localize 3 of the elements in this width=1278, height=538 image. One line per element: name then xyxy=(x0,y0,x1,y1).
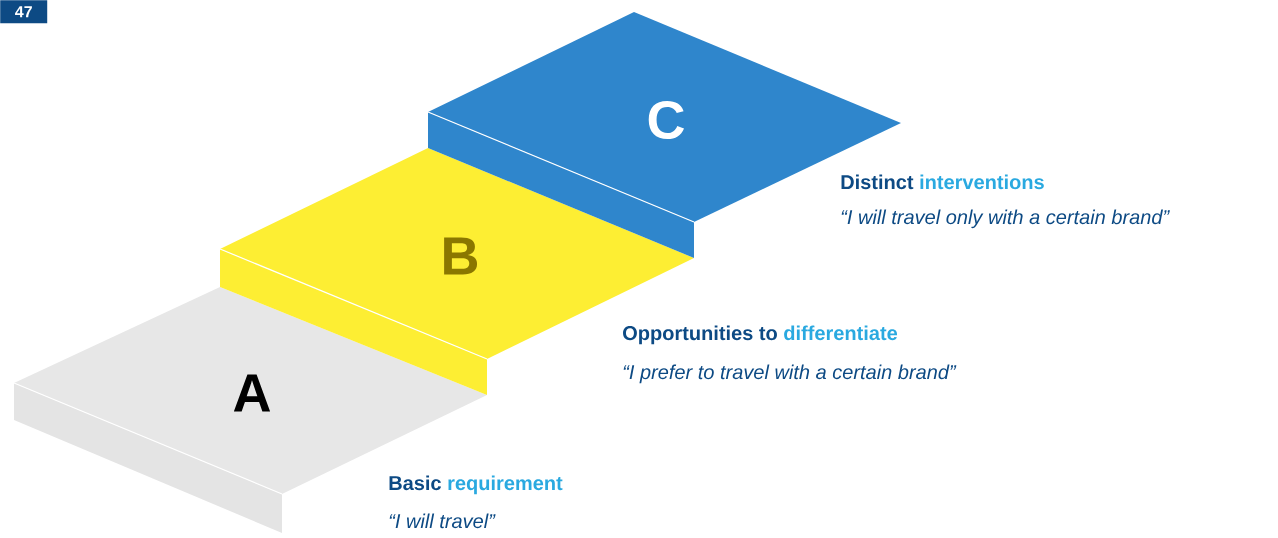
page-number-badge: 47 xyxy=(0,0,48,24)
quote-text: “I prefer to travel with a certain brand” xyxy=(623,364,957,384)
step-heading: Opportunities to differentiate xyxy=(623,325,898,345)
